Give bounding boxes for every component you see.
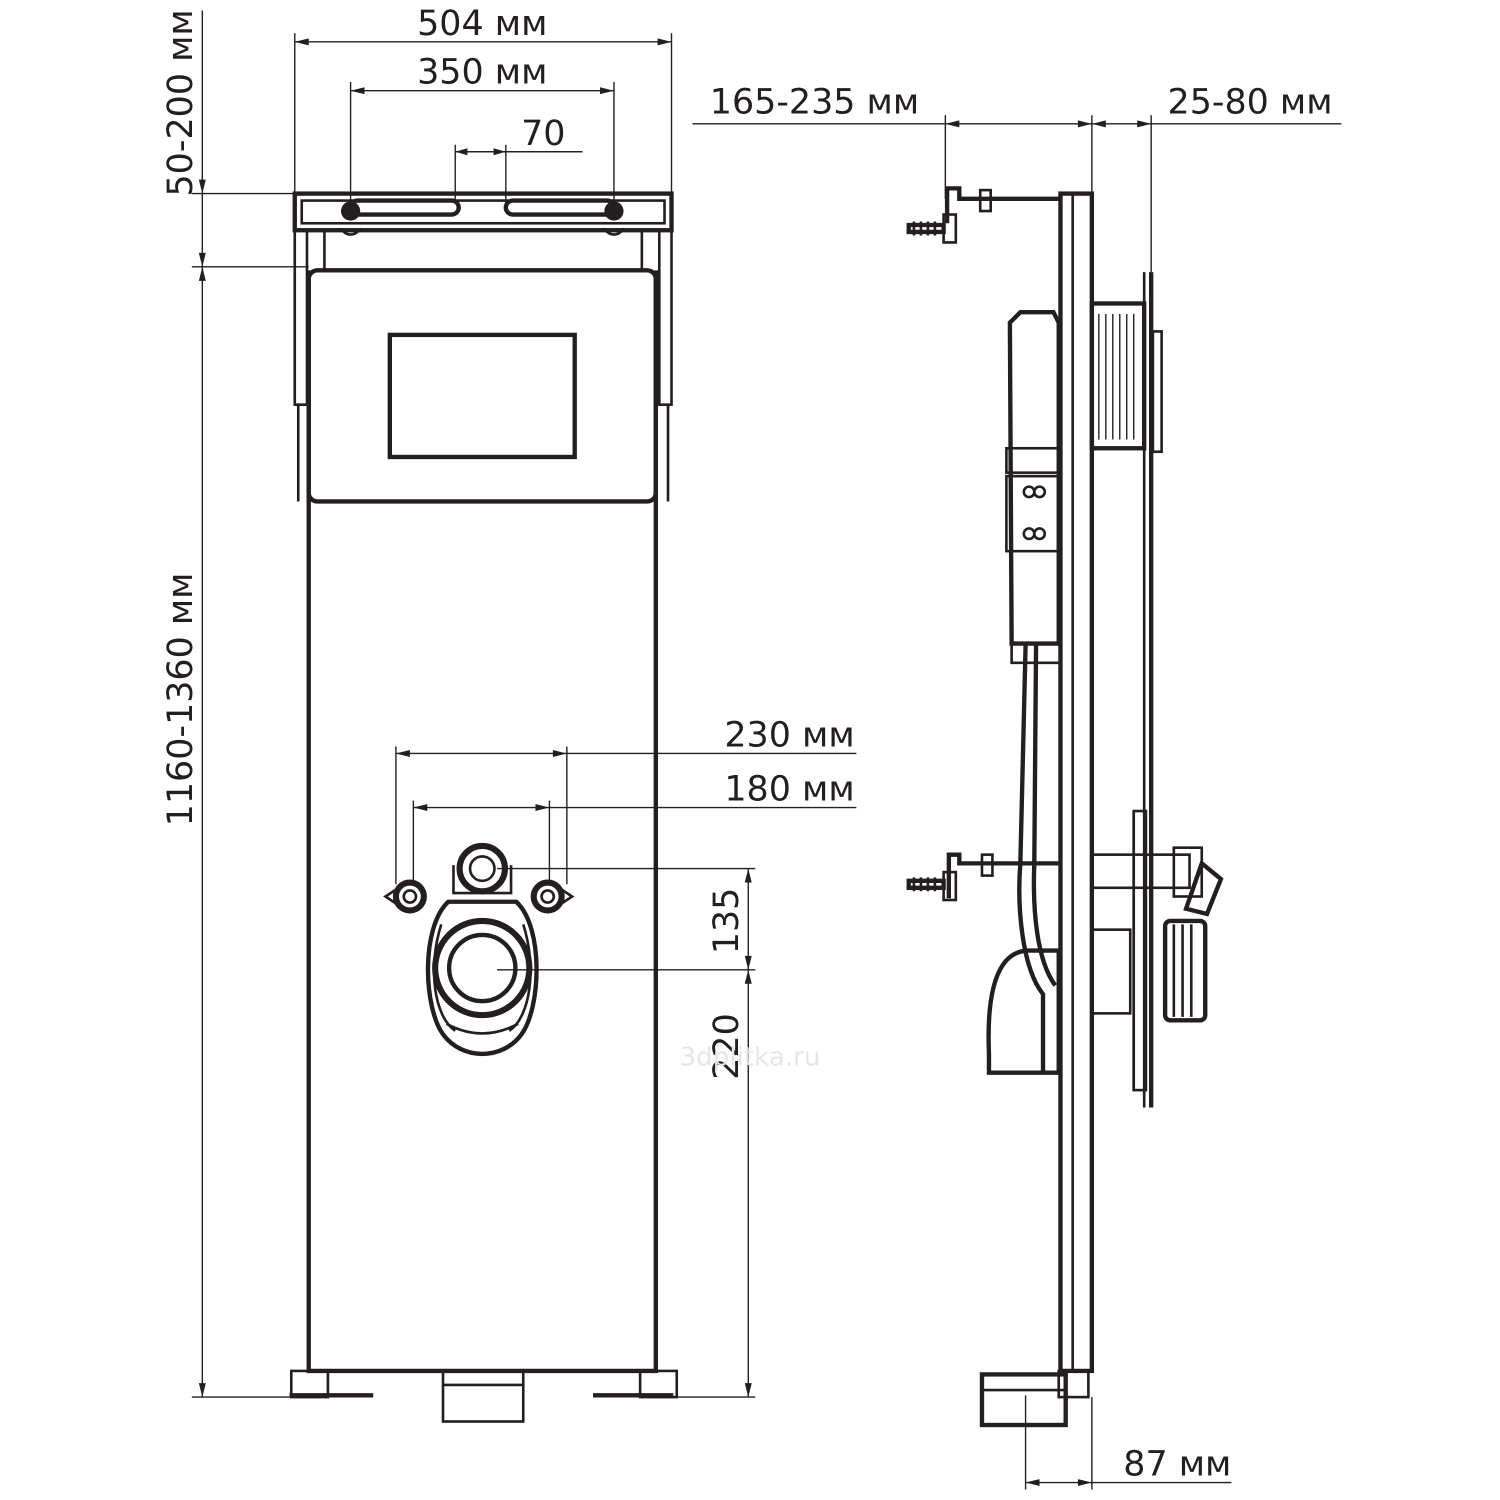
anchor-bolt-left — [340, 201, 361, 221]
top-mounting-bar — [292, 191, 674, 236]
top-wall-bracket — [906, 186, 1061, 244]
side-view: 165-235 мм 25-80 мм 87 мм — [692, 82, 1342, 1490]
dim-anchor-spacing: 350 мм — [417, 53, 547, 93]
frame-panel — [306, 268, 658, 504]
drain-outlet — [425, 899, 539, 1056]
front-dimension-lines — [191, 10, 857, 1398]
front-view: 504 мм 350 мм 70 50-200 мм 1160-1360 мм … — [161, 4, 857, 1423]
dim-stud-spacing-inner: 180 мм — [724, 770, 854, 810]
dim-drain-offset: 87 мм — [1123, 1445, 1231, 1485]
cistern — [1005, 310, 1061, 665]
bottom-wall-bracket — [906, 852, 1061, 902]
side-drain-outlet — [979, 918, 1208, 1428]
dim-wall-depth: 165-235 мм — [710, 82, 919, 122]
side-water-inlet — [1090, 809, 1224, 1092]
side-frame-post — [1058, 191, 1095, 1374]
mounting-stud-right — [530, 879, 575, 914]
dim-stud-spacing-outer: 230 мм — [724, 716, 854, 756]
frame-feet — [289, 1369, 679, 1423]
dim-frame-height: 1160-1360 мм — [161, 573, 201, 827]
dim-frame-width: 504 мм — [417, 4, 547, 44]
flush-opening-cylinder — [1089, 301, 1163, 454]
watermark: 3dplitka.ru — [680, 1043, 821, 1073]
side-dimension-lines — [692, 115, 1342, 1490]
water-inlet — [452, 842, 513, 895]
dim-slot-offset: 70 — [521, 114, 565, 154]
flush-down-pipe — [1017, 645, 1058, 1073]
dim-height-adjust: 50-200 мм — [161, 9, 201, 196]
adjust-slot-right — [503, 198, 617, 217]
dim-front-offset: 25-80 мм — [1168, 82, 1333, 122]
anchor-bolt-right — [604, 201, 624, 221]
adjust-slot-left — [348, 198, 461, 217]
flush-plate-opening — [387, 332, 577, 460]
mounting-stud-left — [383, 879, 427, 914]
dim-inlet-to-outlet: 135 — [707, 888, 747, 955]
dim-outlet-height: 220 — [707, 1013, 747, 1080]
